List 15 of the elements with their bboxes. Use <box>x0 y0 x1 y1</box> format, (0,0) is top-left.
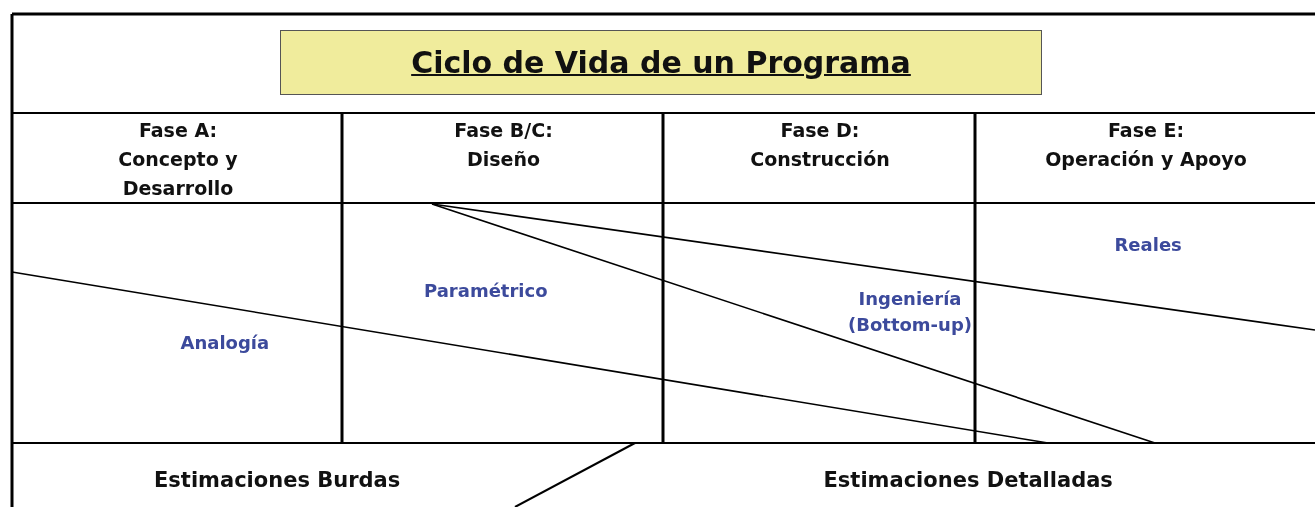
phase-label: Fase D: <box>780 118 860 143</box>
estimate-method-label: Reales <box>1114 233 1182 257</box>
section-label: Estimaciones Detalladas <box>823 468 1113 492</box>
phase-name: Diseño <box>466 147 541 172</box>
estimate-method-label: Analogía <box>180 331 270 355</box>
phase-name: Operación y Apoyo <box>1045 147 1247 172</box>
title-text: Ciclo de Vida de un Programa <box>411 45 911 80</box>
phase-name: Concepto y Desarrollo <box>117 147 239 201</box>
phase-label: Fase B/C: <box>454 118 553 143</box>
estimate-method-label: Ingeniería (Bottom-up) <box>846 287 973 337</box>
phase-name: Construcción <box>750 147 890 172</box>
phase-label: Fase E: <box>1107 118 1185 143</box>
section-label: Estimaciones Burdas <box>154 468 401 492</box>
phase-label: Fase A: <box>138 118 218 143</box>
estimate-method-label: Paramétrico <box>424 279 548 303</box>
